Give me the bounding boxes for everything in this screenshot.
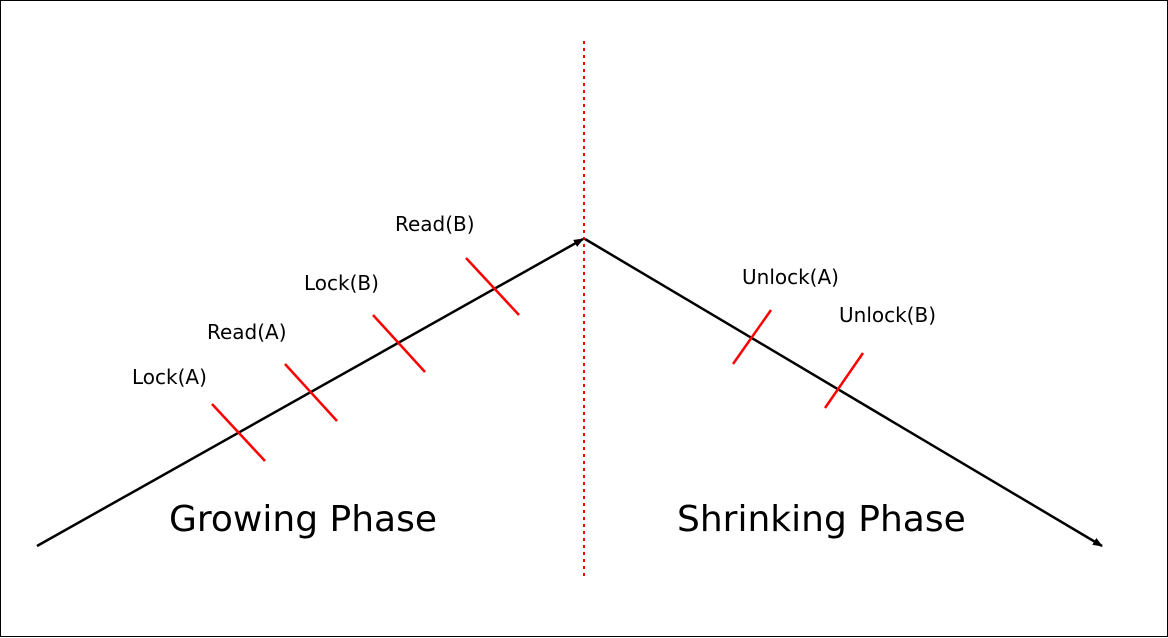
tick-read-b — [465, 257, 520, 316]
label-read-b: Read(B) — [395, 212, 475, 236]
tick-unlock-b — [823, 352, 865, 409]
tick-unlock-a — [731, 309, 773, 365]
tick-read-a — [284, 363, 338, 422]
shrinking-phase-label: Shrinking Phase — [677, 499, 966, 540]
tick-lock-a — [211, 403, 266, 462]
label-read-a: Read(A) — [207, 320, 287, 344]
shrinking-phase-arrow — [584, 237, 1103, 548]
tick-lock-b — [372, 314, 426, 373]
label-unlock-b: Unlock(B) — [839, 303, 936, 327]
label-lock-b: Lock(B) — [304, 271, 379, 295]
growing-phase-label: Growing Phase — [169, 499, 437, 540]
label-lock-a: Lock(A) — [132, 365, 207, 389]
label-unlock-a: Unlock(A) — [742, 265, 839, 289]
